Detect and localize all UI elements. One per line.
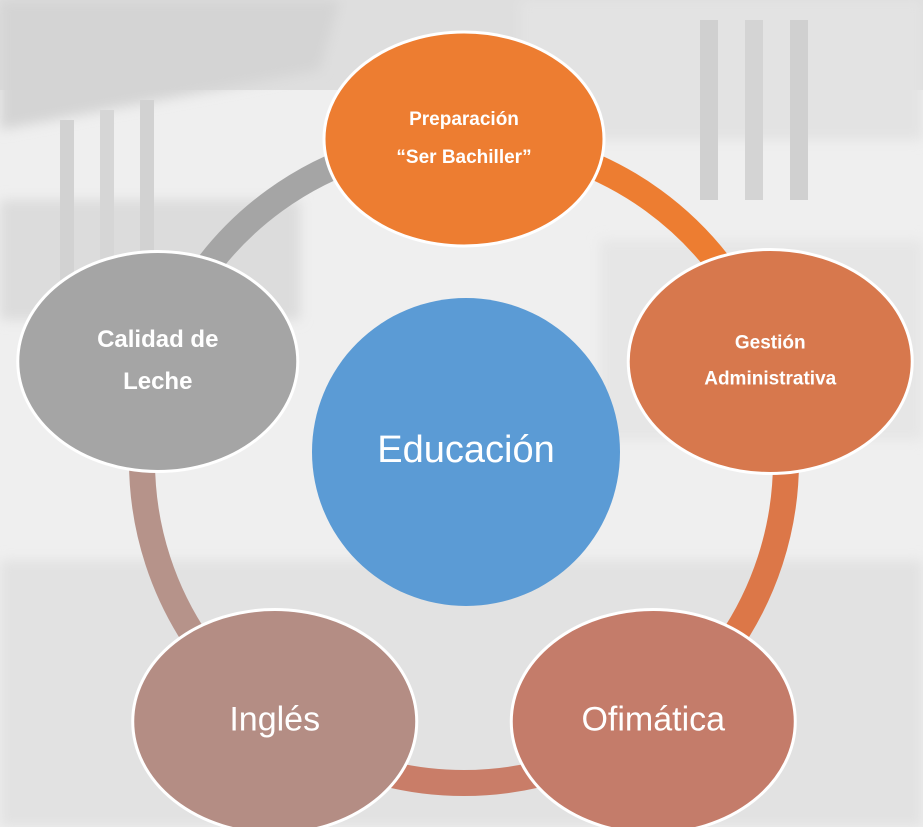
node-ellipse [16,249,300,473]
node-label: Ofimática [581,700,725,738]
node-label: Calidad de [97,326,218,353]
node-ellipse [626,247,914,475]
cycle-node: Inglés [131,608,419,827]
cycle-node: Calidad de Leche [16,249,300,473]
center-label: Educación [377,429,554,471]
cycle-node: Ofimática [509,608,797,827]
node-ellipse [322,30,606,248]
node-label: Inglés [229,700,320,738]
cycle-nodes: Preparación “Ser Bachiller” GestiónAdminis… [16,30,914,827]
node-label: Preparación [409,109,519,130]
node-ellipse [131,608,419,827]
center-node: Educación [312,298,620,606]
node-label: Administrativa [704,369,836,390]
center-circle [312,298,620,606]
node-ellipse [509,608,797,827]
node-label: Gestión [735,333,806,354]
cycle-node: Preparación “Ser Bachiller” [322,30,606,248]
node-label: “Ser Bachiller” [396,147,531,168]
node-label: Leche [123,368,192,395]
